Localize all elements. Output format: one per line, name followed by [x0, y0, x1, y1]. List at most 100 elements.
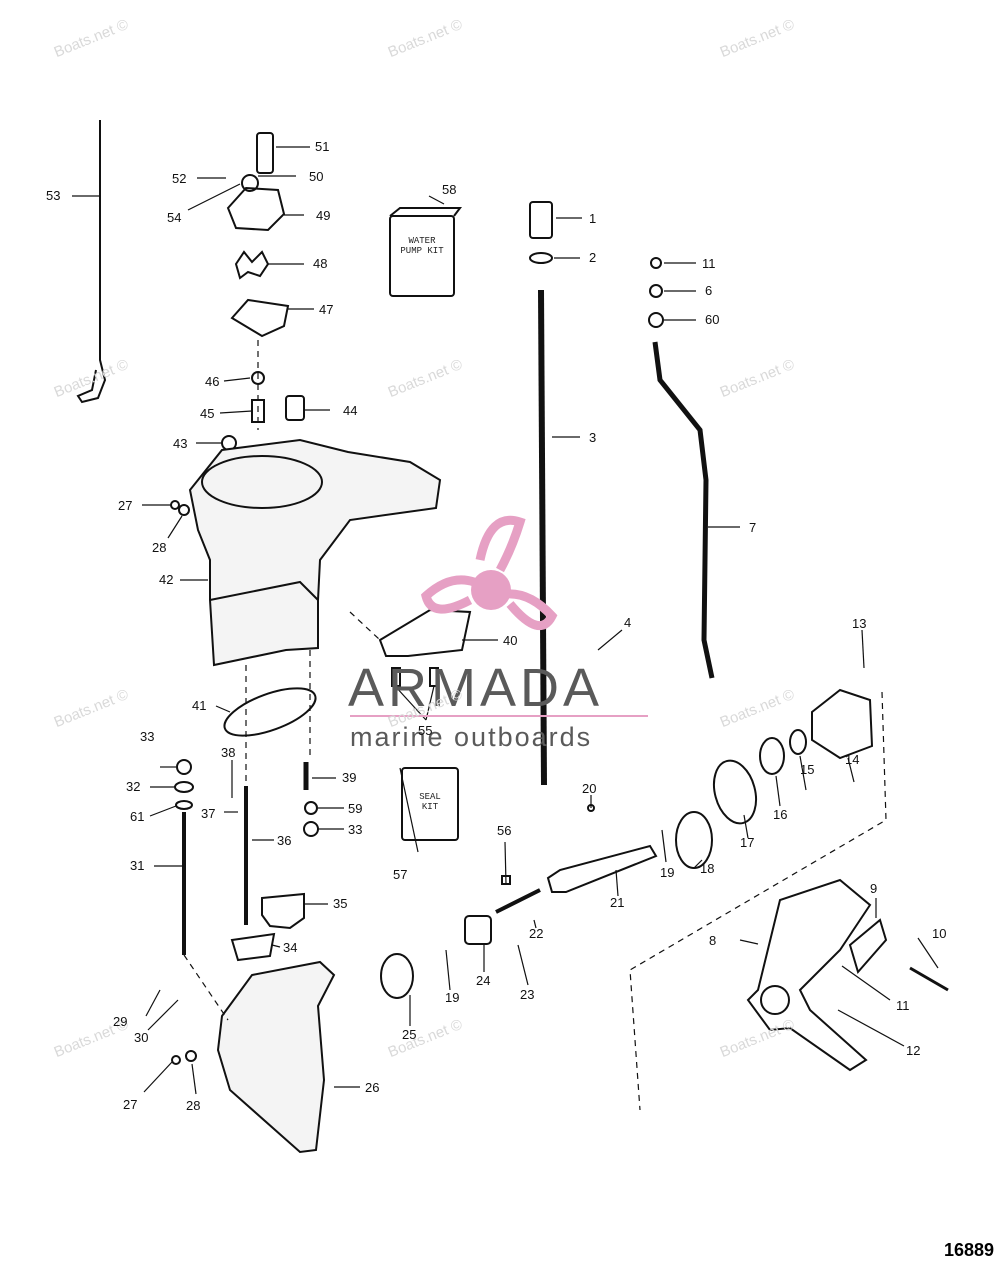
washer-28b [185, 1050, 197, 1062]
armada-logo-tagline: marine outboards [350, 722, 593, 752]
callout-21: 21 [610, 895, 625, 910]
callout-28-top: 28 [152, 540, 167, 555]
callout-53: 53 [46, 188, 61, 203]
callout-60: 60 [705, 312, 720, 327]
water-pump-kit-box-58 [389, 215, 455, 297]
screw-55a [391, 667, 401, 687]
tube-51 [256, 132, 274, 174]
callout-58: 58 [442, 182, 457, 197]
callout-16: 16 [773, 807, 788, 822]
seal-kit-box-57 [401, 767, 459, 841]
callout-14: 14 [845, 752, 860, 767]
callout-40: 40 [503, 633, 518, 648]
callout-52: 52 [172, 171, 187, 186]
callout-18: 18 [700, 861, 715, 876]
callout-4: 4 [624, 615, 632, 630]
armada-logo-mark [420, 515, 558, 631]
callout-26: 26 [365, 1080, 380, 1095]
armada-logo-wordmark: ARMADA [348, 658, 604, 718]
callout-20: 20 [582, 781, 597, 796]
plate-47 [230, 298, 290, 338]
callout-10: 10 [932, 926, 947, 941]
callout-30: 30 [134, 1030, 149, 1045]
callout-36: 36 [277, 833, 292, 848]
washer-59 [304, 801, 318, 815]
callout-41: 41 [192, 698, 207, 713]
callout-51: 51 [315, 139, 330, 154]
bushing-2 [529, 252, 553, 264]
callout-24: 24 [476, 973, 491, 988]
water-tube-40 [378, 608, 472, 657]
propeller-8 [746, 878, 872, 1072]
callout-34: 34 [283, 940, 298, 955]
cotter-pin-10 [909, 966, 949, 992]
callout-29: 29 [113, 1014, 128, 1029]
screw-27 [170, 500, 180, 510]
callout-19-right: 19 [660, 865, 675, 880]
callout-27-bottom: 27 [123, 1097, 138, 1112]
nut-33 [176, 759, 192, 775]
bushing-6 [649, 284, 663, 298]
callout-55: 55 [418, 723, 433, 738]
callout-19-left: 19 [445, 990, 460, 1005]
driveshaft-3 [538, 289, 547, 786]
callout-7: 7 [749, 520, 757, 535]
callout-49: 49 [316, 208, 331, 223]
callout-9: 9 [870, 881, 878, 896]
figure-number: 16889 [943, 1240, 994, 1260]
callout-37: 37 [201, 806, 216, 821]
callout-59: 59 [348, 801, 363, 816]
clutch-24 [464, 915, 492, 945]
callout-44: 44 [343, 403, 358, 418]
callout-8: 8 [709, 933, 717, 948]
callout-25: 25 [402, 1027, 417, 1042]
gear-housing-26 [216, 960, 336, 1154]
bearing-16 [759, 737, 785, 775]
cam-22 [495, 888, 541, 914]
bearing-35 [261, 892, 305, 930]
callout-45: 45 [200, 406, 215, 421]
callout-12: 12 [906, 1043, 921, 1058]
callout-2: 2 [589, 250, 597, 265]
grommet-60 [648, 312, 664, 328]
callout-35: 35 [333, 896, 348, 911]
screw-27b [171, 1055, 181, 1065]
callout-57: 57 [393, 867, 408, 882]
callout-46: 46 [205, 374, 220, 389]
callout-43: 43 [173, 436, 188, 451]
callout-33-left: 33 [140, 729, 155, 744]
nut-33b [303, 821, 319, 837]
seal-kit-label: SEAL KIT [419, 792, 441, 812]
callout-42: 42 [159, 572, 174, 587]
bearing-carrier-14 [811, 688, 874, 760]
shift-rod-53 [76, 120, 107, 404]
shift-rod-7 [652, 341, 715, 679]
propeller-shaft-21 [546, 844, 658, 893]
callout-54: 54 [167, 210, 182, 225]
callout-17: 17 [740, 835, 755, 850]
water-pump-housing-49 [226, 186, 286, 232]
sensor-44 [285, 395, 305, 421]
washer-11 [650, 257, 662, 269]
water-pump-kit-label: WATER PUMP KIT [400, 236, 444, 256]
gasket-41 [223, 687, 317, 737]
callout-28-bottom: 28 [186, 1098, 201, 1113]
bushing-1 [529, 201, 553, 239]
callout-3: 3 [589, 430, 597, 445]
clip-34 [230, 932, 276, 962]
callout-47: 47 [319, 302, 334, 317]
callout-11-top: 11 [702, 256, 716, 271]
callout-15: 15 [800, 762, 815, 777]
callout-6: 6 [705, 283, 713, 298]
callout-38: 38 [221, 745, 236, 760]
driveshaft-housing-42 [188, 438, 442, 667]
callout-33-right: 33 [348, 822, 363, 837]
callout-13: 13 [852, 616, 867, 631]
callout-1: 1 [589, 211, 597, 226]
callout-31: 31 [130, 858, 145, 873]
grommet-50 [241, 174, 259, 192]
washer-32 [174, 781, 194, 793]
callout-11-bottom: 11 [896, 998, 910, 1013]
callout-50: 50 [309, 169, 324, 184]
